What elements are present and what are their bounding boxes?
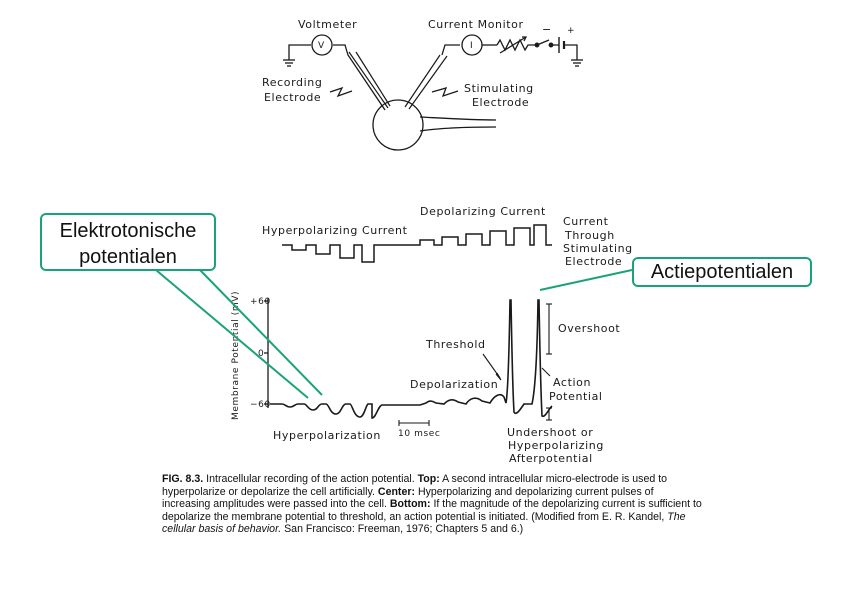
- recording-pointer: [329, 86, 353, 98]
- overshoot-bracket: [546, 303, 552, 355]
- electrotonic-callout-line2: potentialen: [79, 246, 177, 268]
- current-monitor-wire-left: [441, 44, 460, 56]
- stimulating-electrode: [404, 54, 441, 108]
- time-scale-bar: [398, 420, 430, 426]
- callout-pointers: [155, 269, 633, 399]
- current-through-label-4: Electrode: [565, 255, 622, 268]
- caption-top-label: Top:: [417, 473, 440, 485]
- action-potential-pointer: [539, 269, 633, 291]
- y-tick-minus60: −60: [250, 400, 271, 410]
- caption-top-text: A second intracellular micro-electrode i…: [162, 473, 668, 498]
- voltmeter-wire-left: [288, 44, 311, 60]
- action-potential-arrow: [541, 367, 551, 377]
- undershoot-bracket: [546, 407, 552, 421]
- recording-electrode: [348, 51, 389, 109]
- recording-electrode-label-2: Electrode: [264, 91, 321, 104]
- ground-left-icon: [283, 59, 295, 67]
- battery-plus-sign: +: [567, 26, 575, 36]
- caption-intro: Intracellular recording of the action po…: [206, 473, 415, 485]
- voltmeter-symbol: [311, 34, 333, 56]
- membrane-potential-trace: [270, 299, 553, 419]
- current-through-label-2: Through: [564, 229, 615, 242]
- hyperpolarization-label: Hyperpolarization: [273, 429, 381, 442]
- overshoot-label: Overshoot: [558, 322, 620, 335]
- recording-electrode-label-1: Recording: [262, 76, 322, 89]
- current-pulse-trace: [282, 224, 552, 263]
- caption-bottom-text: If the magnitude of the depolarizing cur…: [162, 498, 702, 523]
- caption-fig-label: FIG. 8.3.: [162, 473, 204, 485]
- time-scale-label: 10 msec: [398, 429, 440, 439]
- stimulating-electrode-label-1: Stimulating: [464, 82, 534, 95]
- action-potentials-callout-text: Actiepotentialen: [650, 261, 794, 283]
- caption-bottom-label: Bottom:: [389, 498, 431, 511]
- action-potential-label-2: Potential: [549, 390, 603, 403]
- caption-publisher: San Francisco: Freeman, 1976; Chapters 5…: [284, 523, 524, 536]
- voltmeter-label: Voltmeter: [298, 18, 357, 31]
- axon: [419, 116, 497, 132]
- current-through-label-3: Stimulating: [563, 242, 633, 255]
- caption-center-label: Center:: [377, 485, 416, 498]
- undershoot-label-3: Afterpotential: [509, 452, 593, 465]
- electrotonic-pointer-1: [155, 269, 309, 399]
- y-tick-0: 0: [258, 349, 264, 359]
- undershoot-label-1: Undershoot or: [507, 426, 593, 439]
- switch-icon: [536, 39, 550, 46]
- stimulating-pointer: [431, 87, 459, 98]
- action-potential-label-1: Action: [553, 376, 591, 389]
- hyperpolarizing-current-label: Hyperpolarizing Current: [262, 224, 408, 237]
- caption-book-title: The cellular basis of behavior.: [162, 510, 686, 536]
- depolarizing-current-label: Depolarizing Current: [420, 205, 546, 218]
- membrane-potential-axis: [264, 298, 269, 408]
- ground-right-icon: [571, 59, 583, 67]
- voltmeter-wire-right: [333, 44, 386, 111]
- top-circuit-diagram: [283, 34, 583, 151]
- cell-body: [372, 99, 424, 151]
- depolarization-label: Depolarization: [410, 378, 498, 391]
- undershoot-label-2: Hyperpolarizing: [508, 439, 604, 452]
- variable-resistor-icon: [496, 38, 535, 52]
- electrotonic-callout-line1: Elektrotonische: [59, 220, 197, 242]
- figure-caption: FIG. 8.3. Intracellular recording of the…: [162, 473, 702, 536]
- y-axis-label: Membrane Potential (mV): [231, 291, 241, 420]
- voltmeter-v-symbol: V: [318, 41, 325, 51]
- current-through-label-1: Current: [563, 215, 609, 228]
- caption-center-text: Hyperpolarizing and depolarizing current…: [162, 485, 654, 511]
- stimulating-electrode-label-2: Electrode: [472, 96, 529, 109]
- current-monitor-i-symbol: I: [470, 41, 473, 51]
- action-potentials-callout: Actiepotentialen: [632, 257, 812, 287]
- electrotonic-callout: Elektrotonische potentialen: [40, 213, 216, 271]
- battery-minus-sign: −: [542, 23, 552, 36]
- threshold-label: Threshold: [425, 338, 486, 351]
- electrotonic-pointer-2: [199, 269, 323, 396]
- current-monitor-label: Current Monitor: [428, 18, 524, 31]
- y-tick-plus60: +60: [250, 297, 271, 307]
